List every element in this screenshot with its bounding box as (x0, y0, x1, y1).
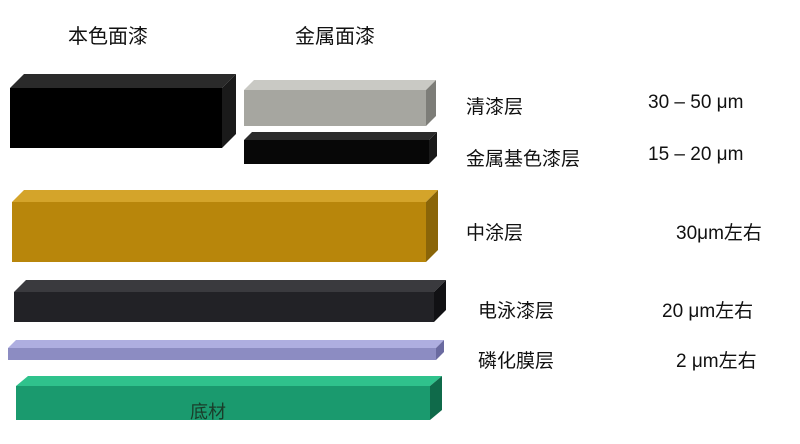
e-coat-block (14, 280, 446, 322)
substrate-block (16, 376, 442, 420)
phosphate-film-block (8, 340, 444, 360)
layer-label-clear-coat: 清漆层 (466, 96, 524, 118)
layer-label-e-coat: 电泳漆层 (478, 300, 555, 322)
primer-surfacer-block (12, 190, 438, 262)
solid-topcoat-block (10, 74, 236, 148)
layer-label-phosphate-film: 磷化膜层 (478, 350, 555, 372)
substrate-label: 底材 (190, 402, 226, 423)
layer-thickness-primer-surfacer: 30μm左右 (676, 223, 762, 244)
header-metallic-topcoat: 金属面漆 (295, 24, 375, 48)
layer-thickness-metallic-basecoat: 15 – 20 μm (648, 144, 744, 165)
layer-thickness-clear-coat: 30 – 50 μm (648, 92, 744, 113)
layer-label-primer-surfacer: 中涂层 (466, 222, 524, 244)
metallic-basecoat-block (244, 132, 437, 164)
layer-label-metallic-basecoat: 金属基色漆层 (466, 148, 581, 170)
layer-thickness-phosphate-film: 2 μm左右 (676, 351, 757, 372)
layer-thickness-e-coat: 20 μm左右 (662, 301, 754, 322)
clear-coat-block (244, 80, 436, 126)
header-solid-topcoat: 本色面漆 (68, 24, 148, 48)
